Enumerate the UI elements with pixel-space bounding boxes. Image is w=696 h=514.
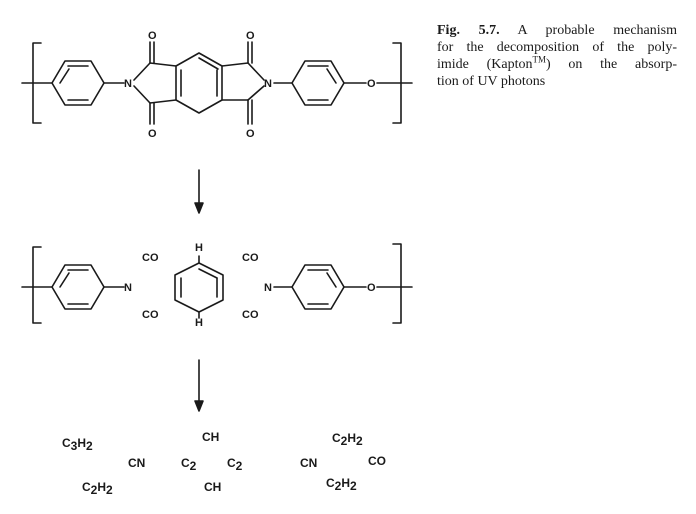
- product-co: CO: [368, 454, 386, 468]
- co-top-left: CO: [142, 252, 159, 264]
- product-cn-left: CN: [128, 456, 145, 470]
- reaction-arrow-1: [194, 169, 204, 214]
- caption-line-3: imide (KaptonTM) on the absorp-: [437, 54, 677, 72]
- trademark-superscript: TM: [532, 54, 547, 65]
- kapton-repeat-unit: N O O O: [21, 30, 413, 140]
- hydrogen-top: H: [195, 242, 203, 254]
- ether-oxygen-2: O: [367, 282, 376, 294]
- n-atom-right-2: N: [264, 282, 272, 294]
- n-atom-right: N: [264, 78, 272, 90]
- co-bottom-right: CO: [242, 309, 259, 321]
- oxygen-bottom-left: O: [148, 128, 157, 140]
- product-c2h2-bottom-right: C2H2: [326, 476, 357, 493]
- ether-oxygen: O: [367, 78, 376, 90]
- intermediate-structure: N CO CO H H CO CO N O: [21, 242, 413, 329]
- decomposition-products: C3H2 CH C2H2 CN C2 C2 CN CO: [62, 430, 386, 497]
- central-benzene-ring: [175, 52, 223, 114]
- oxygen-top-right: O: [246, 30, 255, 42]
- oxygen-bottom-right: O: [246, 128, 255, 140]
- right-bracket-2: [392, 243, 402, 324]
- reaction-arrow-2: [194, 359, 204, 412]
- oxygen-top-left: O: [148, 30, 157, 42]
- product-c2-left: C2: [181, 456, 197, 473]
- figure-label: Fig. 5.7.: [437, 23, 500, 38]
- product-c2h2-top-right: C2H2: [332, 431, 363, 448]
- caption-line-2: for the decomposition of the poly-: [437, 40, 677, 55]
- left-bracket-2: [32, 246, 42, 324]
- product-c2h2-bottom-left: C2H2: [82, 480, 113, 497]
- n-atom-left-2: N: [124, 282, 132, 294]
- caption-line-4: tion of UV photons: [437, 74, 546, 89]
- product-c2-right: C2: [227, 456, 243, 473]
- product-ch-top: CH: [202, 430, 219, 444]
- figure-caption: Fig. 5.7. A probable mechanism for the d…: [437, 22, 677, 90]
- co-bottom-left: CO: [142, 309, 159, 321]
- product-c3h2: C3H2: [62, 436, 93, 453]
- co-top-right: CO: [242, 252, 259, 264]
- hydrogen-bottom: H: [195, 317, 203, 329]
- product-ch-bottom: CH: [204, 480, 221, 494]
- product-cn-right: CN: [300, 456, 317, 470]
- dehydrobenzene-ring: [174, 262, 224, 313]
- n-atom-left: N: [124, 78, 132, 90]
- caption-line-1: Fig. 5.7. A probable mechanism: [437, 23, 677, 38]
